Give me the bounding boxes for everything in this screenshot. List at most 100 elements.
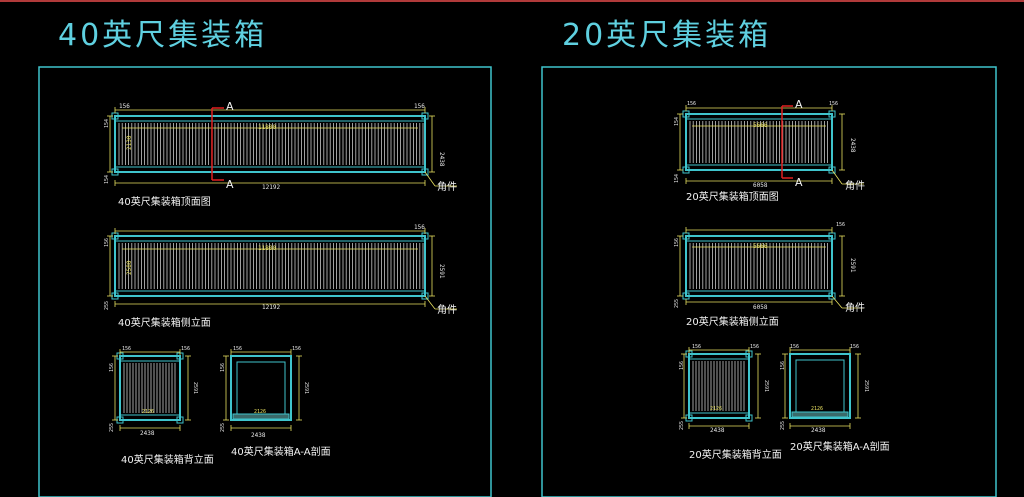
c40-back-corner-br bbox=[176, 416, 184, 424]
dim-20-side-inner: 5666 bbox=[753, 243, 768, 250]
drawing-graphics bbox=[38, 66, 997, 497]
dim-40-sec-left-bottom: 255 bbox=[220, 423, 226, 432]
dim-20-side-left-top: 156 bbox=[674, 238, 680, 247]
caption-40-back-view: 40英尺集装箱背立面 bbox=[121, 453, 214, 466]
dim-40-side-left-bottom: 255 bbox=[104, 301, 110, 310]
caption-20-back-view: 20英尺集装箱背立面 bbox=[689, 448, 782, 461]
corner-label-40-side: 角件 bbox=[437, 304, 457, 316]
dim-40-sec-top-right: 156 bbox=[292, 346, 301, 352]
dim-20-side-height: 2591 bbox=[849, 258, 856, 273]
c40-top-corner-leader bbox=[424, 171, 436, 187]
dim-20-side-top-right: 156 bbox=[836, 222, 845, 228]
dim-20-back-total: 2438 bbox=[710, 427, 725, 434]
dim-40-sec-height: 2591 bbox=[303, 382, 309, 394]
dim-40-side-inner: 11800 bbox=[258, 245, 276, 252]
section-mark-40-bottom: A bbox=[226, 178, 234, 191]
dim-40-top-left: 156 bbox=[119, 103, 130, 110]
top-border-line bbox=[0, 0, 1024, 2]
dim-40-back-left-bottom: 255 bbox=[109, 423, 115, 432]
c40-section-floor bbox=[232, 413, 290, 420]
corner-label-20-side: 角件 bbox=[845, 302, 865, 314]
dim-40-sec-left-top: 156 bbox=[220, 363, 226, 372]
sheet-frame-20ft bbox=[541, 66, 997, 497]
dim-20-top-side-left: 154 bbox=[674, 117, 680, 126]
c40-side-outer-frame bbox=[114, 235, 426, 297]
dim-40-sec-top-left: 156 bbox=[233, 346, 242, 352]
dim-40-side-top-right: 156 bbox=[414, 224, 425, 231]
c20-top-outer-frame bbox=[685, 113, 833, 171]
dim-20-sec-total: 2438 bbox=[811, 427, 826, 434]
dim-40-top-inner: 11800 bbox=[258, 124, 276, 131]
caption-40-section-view: 40英尺集装箱A-A剖面 bbox=[231, 445, 331, 458]
title-20ft: 20英尺集装箱 bbox=[562, 18, 772, 53]
caption-40-side-view: 40英尺集装箱侧立面 bbox=[118, 316, 211, 329]
dim-20-side-left-bottom: 255 bbox=[674, 299, 680, 308]
dim-40-top-bottom-left: 154 bbox=[104, 175, 110, 184]
sheet-frame-40ft bbox=[38, 66, 492, 497]
c40-side-corner-br bbox=[421, 292, 429, 300]
c40-section-outer bbox=[230, 355, 292, 421]
dim-20-sec-left-bottom: 255 bbox=[780, 421, 786, 430]
dim-20-back-left-bottom: 255 bbox=[679, 421, 685, 430]
dim-40-sec-inner: 2126 bbox=[254, 409, 266, 415]
c20-side-outer-frame bbox=[685, 235, 833, 297]
dim-20-sec-height: 2591 bbox=[863, 380, 869, 392]
dim-20-sec-top-left: 156 bbox=[790, 344, 799, 350]
caption-20-section-view: 20英尺集装箱A-A剖面 bbox=[790, 440, 890, 453]
caption-20-top-view: 20英尺集装箱顶面图 bbox=[686, 190, 779, 203]
c40-back-outer-frame bbox=[119, 355, 181, 421]
dim-40-side-left-top: 156 bbox=[104, 238, 110, 247]
section-mark-20-bottom: A bbox=[795, 176, 803, 189]
dim-40-back-inner: 2126 bbox=[142, 409, 154, 415]
dim-40-top-height: 2438 bbox=[438, 152, 445, 167]
dim-20-top-right: 156 bbox=[829, 101, 838, 107]
sheet-40ft: 156 156 11800 12192 2438 2130 154 154 A … bbox=[104, 100, 457, 466]
sheet-20ft: 156 156 5666 6058 2438 154 154 A A 角件 20… bbox=[674, 98, 890, 461]
dim-20-sec-top-right: 156 bbox=[850, 344, 859, 350]
c20-section-inner bbox=[795, 359, 845, 413]
dim-40-sec-total: 2438 bbox=[251, 432, 266, 439]
dim-40-back-top-left: 156 bbox=[122, 346, 131, 352]
section-mark-20-top: A bbox=[795, 98, 803, 111]
c20-side-corner-leader bbox=[831, 295, 843, 309]
dim-20-side-total: 6058 bbox=[753, 304, 768, 311]
dim-40-top-right: 156 bbox=[414, 103, 425, 110]
c40-top-outer-frame bbox=[114, 115, 426, 173]
dim-20-sec-left-top: 156 bbox=[780, 361, 786, 370]
dim-20-top-total: 6058 bbox=[753, 182, 768, 189]
c40-top-corner-br bbox=[421, 168, 429, 176]
dim-20-sec-inner: 2126 bbox=[811, 406, 823, 412]
c20-section-outer bbox=[789, 353, 851, 419]
dim-20-top-height: 2438 bbox=[849, 138, 856, 153]
dim-40-side-height: 2591 bbox=[438, 264, 445, 279]
dim-40-back-left-top: 156 bbox=[109, 363, 115, 372]
c20-back-corner-br bbox=[745, 414, 753, 422]
c20-top-corner-leader bbox=[831, 169, 843, 185]
c20-section-floor bbox=[791, 411, 849, 418]
dim-40-side-inner-height: 2580 bbox=[126, 260, 133, 275]
dim-20-back-left-top: 156 bbox=[679, 361, 685, 370]
dim-40-back-top-right: 156 bbox=[181, 346, 190, 352]
dim-40-top-total: 12192 bbox=[262, 184, 280, 191]
dim-20-back-height: 2591 bbox=[763, 380, 769, 392]
title-40ft: 40英尺集装箱 bbox=[58, 18, 268, 53]
dim-40-side-total: 12192 bbox=[262, 304, 280, 311]
c40-section-inner bbox=[236, 361, 286, 415]
dim-20-top-inner: 5666 bbox=[753, 122, 768, 129]
dim-40-top-side-left: 154 bbox=[104, 119, 110, 128]
caption-20-side-view: 20英尺集装箱侧立面 bbox=[686, 315, 779, 328]
dim-20-top-bottom-left: 154 bbox=[674, 174, 680, 183]
corner-label-40-top: 角件 bbox=[437, 181, 457, 193]
dim-40-back-total: 2438 bbox=[140, 430, 155, 437]
section-mark-40-top: A bbox=[226, 100, 234, 113]
dim-40-top-inner-height: 2130 bbox=[126, 135, 133, 150]
dim-20-back-inner: 2126 bbox=[710, 406, 722, 412]
dim-20-top-left: 156 bbox=[687, 101, 696, 107]
dim-40-back-height: 2591 bbox=[192, 382, 198, 394]
corner-label-20-top: 角件 bbox=[845, 180, 865, 192]
caption-40-top-view: 40英尺集装箱顶面图 bbox=[118, 195, 211, 208]
c20-top-corner-br bbox=[828, 166, 836, 174]
c40-side-corner-leader bbox=[424, 295, 436, 310]
dim-20-back-top-right: 156 bbox=[750, 344, 759, 350]
